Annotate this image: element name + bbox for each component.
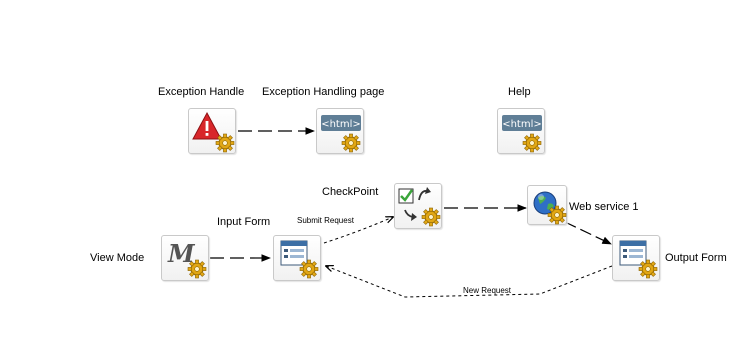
node-label-view-mode: View Mode xyxy=(90,252,145,264)
node-web-service[interactable] xyxy=(527,185,567,225)
edge-label-new-request: New Request xyxy=(463,286,512,295)
node-label-input-form: Input Form xyxy=(217,216,271,228)
node-label-exception-handler: Exception Handle xyxy=(158,86,245,98)
node-label-exception-page: Exception Handling page xyxy=(262,86,385,98)
edge-web-service-to-output-form[interactable] xyxy=(564,221,612,245)
node-exception-page[interactable]: <html> xyxy=(316,108,364,154)
edge-label-submit-request: Submit Request xyxy=(297,216,354,225)
node-view-mode[interactable]: M xyxy=(161,235,209,281)
edge-submit-request[interactable] xyxy=(323,217,393,244)
warning-triangle-icon xyxy=(192,111,235,153)
node-exception-handler[interactable] xyxy=(188,108,236,154)
html-badge-text: <html> xyxy=(502,119,542,130)
node-checkpoint[interactable] xyxy=(394,183,442,229)
edge-new-request[interactable] xyxy=(326,266,613,298)
node-input-form[interactable] xyxy=(273,235,321,281)
node-label-checkpoint: CheckPoint xyxy=(322,186,379,198)
node-help[interactable]: <html> xyxy=(497,108,545,154)
node-label-web-service: Web service 1 xyxy=(569,201,639,213)
html-page-icon: <html> xyxy=(502,115,542,153)
html-page-icon: <html> xyxy=(321,115,361,153)
model-m-icon: M xyxy=(167,239,207,279)
html-badge-text: <html> xyxy=(321,119,361,130)
node-label-output-form: Output Form xyxy=(665,252,727,264)
node-output-form[interactable] xyxy=(612,235,660,281)
node-label-help: Help xyxy=(508,86,531,98)
checkpoint-icon xyxy=(398,187,441,227)
form-icon xyxy=(619,240,658,279)
form-icon xyxy=(280,240,319,279)
globe-icon xyxy=(533,191,567,225)
